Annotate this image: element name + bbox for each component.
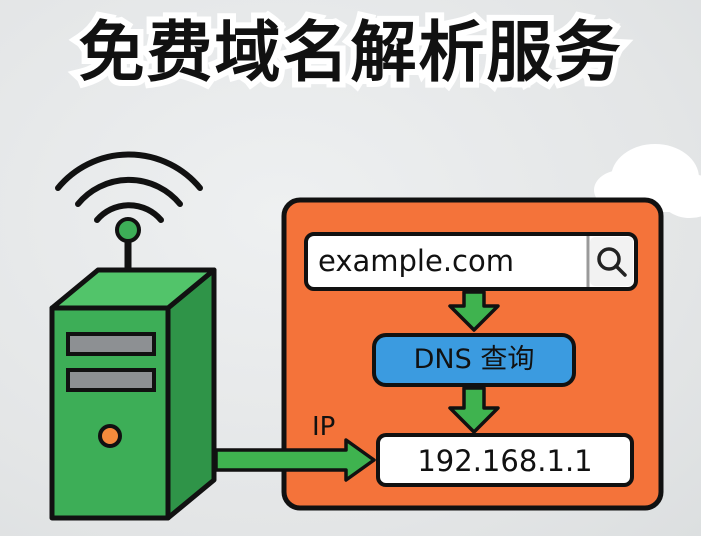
search-box[interactable] (304, 232, 638, 291)
ip-result-value: 192.168.1.1 (417, 444, 593, 478)
down-arrow (448, 290, 500, 332)
down-arrow (448, 386, 500, 434)
dns-query-box (372, 333, 576, 387)
wifi-signal-icon (55, 151, 203, 223)
ip-result-box (376, 433, 634, 487)
server-slot (66, 332, 156, 356)
search-input[interactable]: example.com (318, 244, 514, 278)
arrow-label: IP (312, 412, 336, 442)
search-icon[interactable] (597, 247, 627, 277)
page-title: 免费域名解析服务 (73, 14, 627, 92)
server-icon (49, 267, 217, 521)
server-led (98, 424, 122, 448)
right-arrow (214, 438, 376, 482)
server-slot (66, 368, 156, 392)
dns-query-label: DNS 查询 (413, 344, 535, 375)
